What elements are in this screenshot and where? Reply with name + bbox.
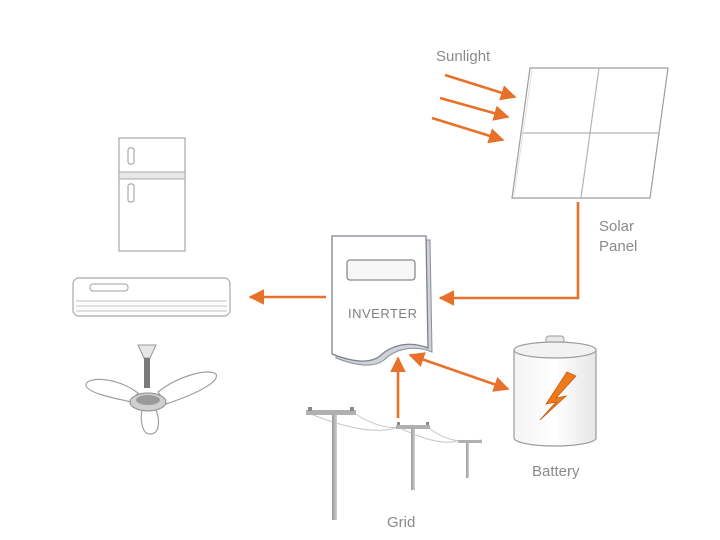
- sunlight-label: Sunlight: [436, 48, 491, 65]
- lightning-icon: [539, 371, 577, 421]
- ceiling-fan-icon: [85, 344, 217, 435]
- sun-ray-3: [431, 116, 505, 144]
- inverter-label: INVERTER: [348, 306, 418, 321]
- sunlight-arrows: [431, 73, 517, 144]
- sun-ray-1: [444, 73, 517, 101]
- refrigerator-icon: [118, 137, 186, 252]
- battery-label: Battery: [532, 463, 580, 480]
- battery-icon: [513, 335, 597, 447]
- solar-panel-icon: [511, 67, 669, 199]
- battery-inverter-arrow: [408, 352, 510, 392]
- solar-to-inverter-arrow: [438, 202, 580, 306]
- power-grid-icon: [306, 407, 483, 520]
- inverter-icon: [331, 235, 433, 366]
- air-conditioner-icon: [72, 277, 231, 317]
- sun-ray-2: [439, 96, 510, 121]
- solar-panel-label-line1: Solar: [599, 218, 634, 235]
- solar-panel-label-line2: Panel: [599, 238, 637, 255]
- grid-label: Grid: [387, 514, 415, 531]
